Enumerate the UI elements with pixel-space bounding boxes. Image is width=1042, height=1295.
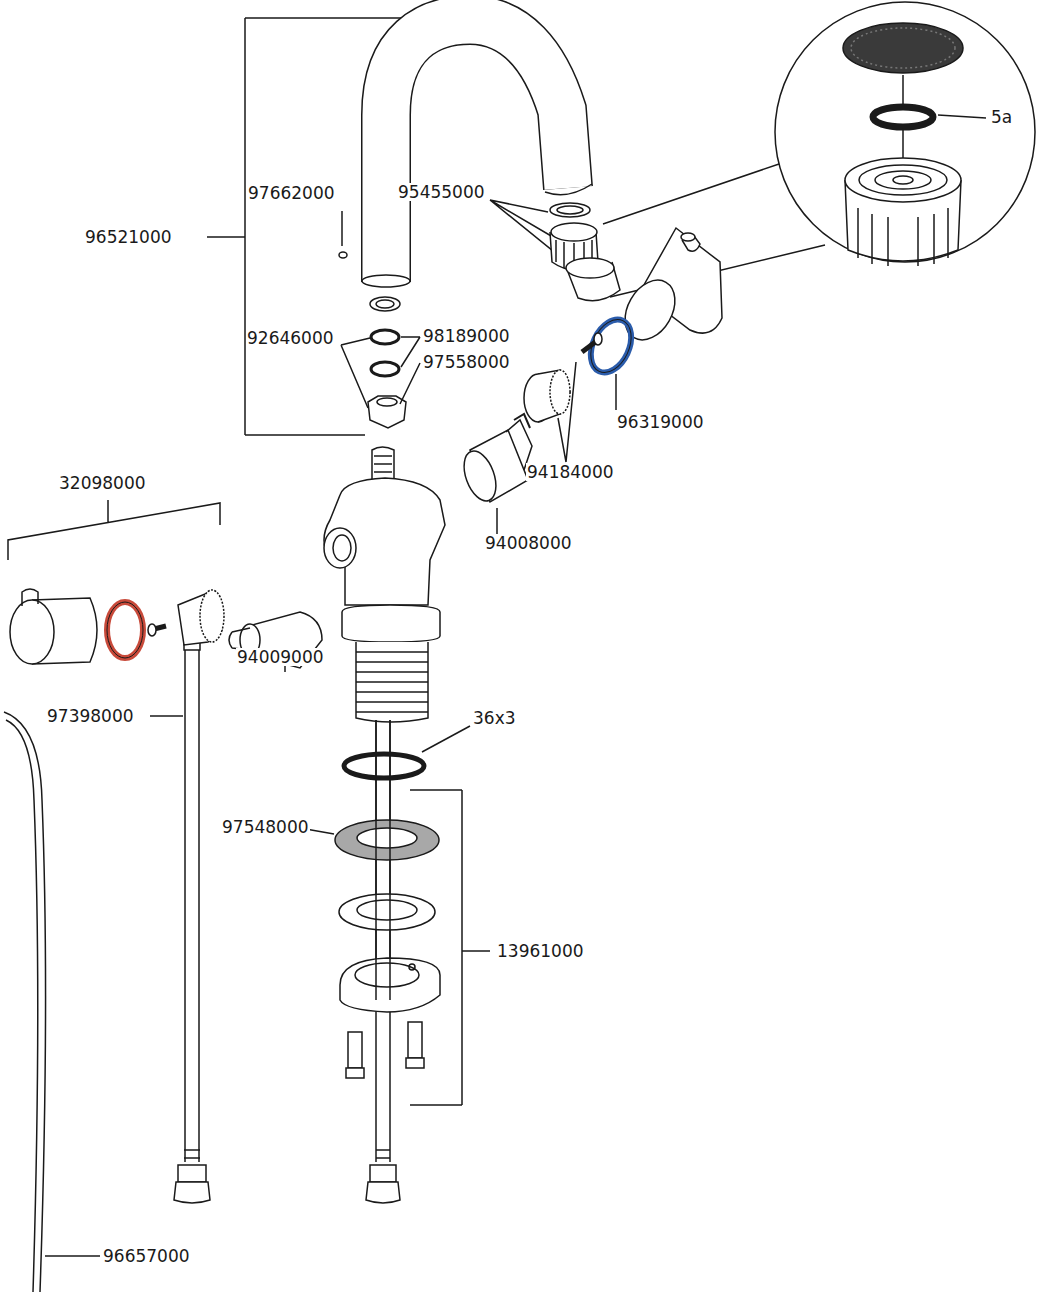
- handle-adapter: [524, 333, 602, 462]
- callout-number: 95455000: [397, 183, 486, 202]
- callout-number: 96319000: [616, 413, 705, 432]
- trim-ring: [583, 313, 639, 410]
- callout-number: 97558000: [422, 353, 511, 372]
- valve-cartridge: [458, 414, 532, 537]
- valve-body: [324, 447, 445, 722]
- swivel-parts: [341, 297, 420, 428]
- callout-number: 98189000: [422, 327, 511, 346]
- flex-pipe: [4, 712, 100, 1292]
- callout-number: 94184000: [526, 463, 615, 482]
- callout-number: 97548000: [221, 818, 310, 837]
- callout-number: 97662000: [247, 184, 336, 203]
- bracket: [207, 18, 465, 435]
- callout-number: 32098000: [58, 474, 147, 493]
- callout-number: 13961000: [496, 942, 585, 961]
- callout-number: 96521000: [84, 228, 173, 247]
- callout-number: 94009000: [236, 648, 325, 667]
- handle-hot: [8, 500, 322, 672]
- grub-screw: [339, 211, 347, 258]
- callout-number: 94008000: [484, 534, 573, 553]
- callout-number: 96657000: [102, 1247, 191, 1266]
- mounting-set: [300, 720, 490, 1105]
- aerator-set: [490, 200, 620, 301]
- callout-number: 97398000: [46, 707, 135, 726]
- callout-number: 92646000: [246, 329, 335, 348]
- callout-number: 36x3: [472, 709, 517, 728]
- callout-number: 5a: [990, 108, 1013, 127]
